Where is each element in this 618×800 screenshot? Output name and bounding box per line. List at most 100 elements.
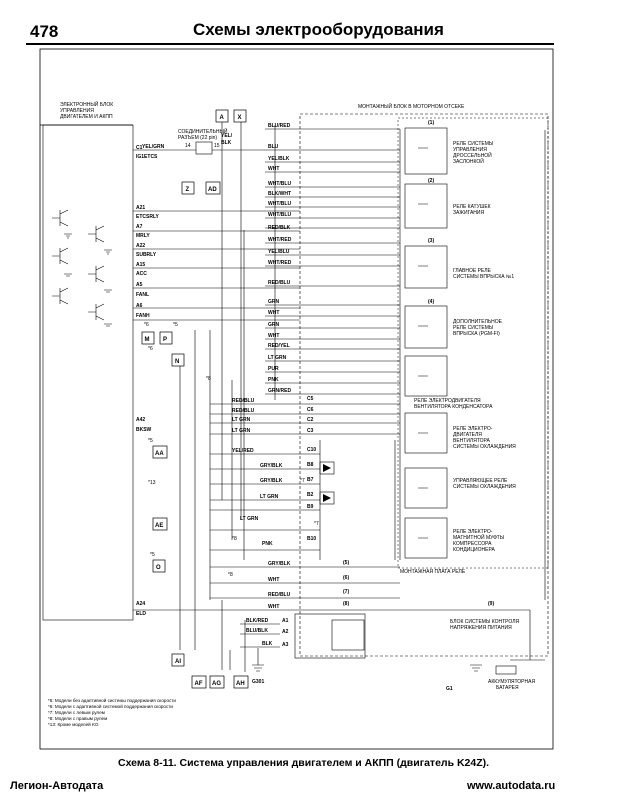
wire-label-38: BLK/RED [246, 618, 269, 624]
wire-label-21: PUR [268, 366, 279, 372]
pin-ig1etcs: IG1ETCS [136, 154, 158, 160]
fuse-pin-b10: B10 [307, 536, 316, 542]
box-a: A [220, 115, 225, 121]
pin-fanh: FANH [136, 313, 150, 319]
pin-fanl: FANL [136, 292, 149, 298]
relay-bodies [294, 127, 517, 675]
pin-etcsrly: ETCSRLY [136, 214, 160, 220]
wire-label-15: GRN [268, 299, 280, 305]
relay-3-line-2: СИСТЕМЫ ВПРЫСКА №1 [453, 274, 514, 280]
relay-5-line-2: ВЕНТИЛЯТОРА КОНДЕНСАТОРА [414, 404, 493, 410]
relay-board-box [397, 117, 549, 569]
fuse-pin-b8: B8 [307, 462, 314, 468]
battery-line-2: БАТАРЕЯ [496, 685, 519, 691]
connector-boxes: A X Z AD M P N AA AE O AI AF AG AH [141, 109, 249, 689]
note-10: *5 [150, 552, 155, 558]
note-9: *13 [148, 480, 156, 486]
header-rule [26, 43, 554, 45]
page-header-title: Схемы электрооборудования [193, 20, 444, 39]
box-p: P [163, 337, 167, 343]
fuse-pin-c2: C2 [307, 417, 314, 423]
relay-4-line-2: РЕЛЕ СИСТЕМЫ [453, 325, 494, 331]
box-x: X [238, 115, 242, 121]
wire-label-5: WHT [268, 166, 279, 172]
fuse-pin-c6: C6 [307, 407, 314, 413]
relay-1-number: (1) [428, 120, 434, 126]
ecu-title-3: ДВИГАТЕЛЕМ И АКПП [60, 114, 113, 120]
connector-label-2: РАЗЪЕМ (22 pin) [178, 135, 217, 141]
wire-label-28: YEL/RED [232, 448, 254, 454]
fuse-pin-labels: C5 C6 C2 C3 C10 B8 B7 B2 B9 B10 [307, 396, 316, 542]
voltage-control-unit: БЛОК СИСТЕМЫ КОНТРОЛЯ НАПРЯЖЕНИЯ ПИТАНИЯ… [282, 618, 520, 648]
grounds: G301 G1 [252, 664, 482, 692]
relay-8-line-2: МАГНИТНОЙ МУФТЫ [453, 533, 505, 541]
ground-g1: G1 [446, 686, 453, 692]
pin-subrly: SUBRLY [136, 252, 157, 258]
relay-1-line-2: УПРАВЛЕНИЯ [453, 147, 487, 153]
wire-label-24: RED/BLU [232, 398, 255, 404]
page-number: 478 [30, 22, 59, 41]
relay-4-line-1: ДОПОЛНИТЕЛЬНОЕ [453, 319, 503, 325]
wire-label-3: BLU [268, 144, 279, 150]
engine-bay-box-title: МОНТАЖНЫЙ БЛОК В МОТОРНОМ ОТСЕКЕ [358, 102, 465, 110]
box-ad: AD [208, 187, 217, 193]
pin-c1: C1 [136, 145, 143, 151]
note-6: *7 [314, 521, 319, 527]
connector-label-1: СОЕДИНИТЕЛЬНЫЙ [178, 127, 228, 135]
wire-bundle [133, 120, 546, 672]
box-z: Z [186, 187, 190, 193]
pin-a15: A15 [136, 262, 145, 268]
diodes [319, 461, 335, 505]
fuse-9: (9) [488, 601, 494, 607]
connector-pin-b: 15 [214, 143, 220, 149]
footnote-5: *13: Кроме моделей KG [48, 721, 99, 727]
control-unit-line-1: БЛОК СИСТЕМЫ КОНТРОЛЯ [450, 619, 520, 625]
box-o: O [156, 565, 161, 571]
fuse-pin-b2: B2 [307, 492, 314, 498]
ecu-title-2: УПРАВЛЕНИЯ [60, 108, 94, 114]
footer-website[interactable]: www.autodata.ru [467, 780, 556, 792]
control-unit-line-2: НАПРЯЖЕНИЯ ПИТАНИЯ [450, 625, 512, 631]
relay-2-number: (2) [428, 178, 434, 184]
footnote-1: *5: Модели без адаптивной системы поддер… [48, 697, 176, 703]
wire-label-22: PNK [268, 377, 279, 383]
wire-label-39: BLU/BLK [246, 628, 268, 634]
wire-label-36: RED/BLU [268, 592, 291, 598]
wire-label-30: GRY/BLK [260, 478, 283, 484]
note-5: *7 [300, 478, 305, 484]
relay-1-line-4: ЗАСЛОНКОЙ [453, 157, 484, 165]
relay-6-line-3: ВЕНТИЛЯТОРА [453, 438, 491, 444]
wire-label-19: RED/YEL [268, 343, 290, 349]
pin-a6: A6 [136, 303, 143, 309]
relay-7-line-2: СИСТЕМЫ ОХЛАЖДЕНИЯ [453, 484, 516, 490]
wire-color-labels: YEL/GRN BLU/RED BLU YEL/BLK WHT WHT/BLU … [142, 123, 292, 647]
ecu-pin-labels: C1 IG1ETCS A21 ETCSRLY A7 MRLY A22 SUBRL… [136, 145, 160, 617]
wire-label-10: RED/BLK [268, 225, 291, 231]
pin-a7: A7 [136, 224, 143, 230]
relay-6-line-4: СИСТЕМЫ ОХЛАЖДЕНИЯ [453, 444, 516, 450]
box-af: AF [195, 681, 203, 687]
wire-label-1: YEL/GRN [142, 144, 165, 150]
note-4: *5 [148, 438, 153, 444]
pin-a22: A22 [136, 243, 145, 249]
wire-label-37: WHT [268, 604, 279, 610]
note-7: *8 [232, 536, 237, 542]
fuse-5: (5) [343, 560, 349, 566]
relay-4-line-3: ВПРЫСКА (PGM-FI) [453, 331, 500, 337]
fuse-pin-b9: B9 [307, 504, 314, 510]
relay-3-line-1: ГЛАВНОЕ РЕЛЕ [453, 268, 492, 274]
box-aa: AA [155, 451, 164, 457]
fuse-pin-c10: C10 [307, 447, 316, 453]
wire-label-34: GRY/BLK [268, 561, 291, 567]
wire-label-6: WHT/BLU [268, 181, 291, 187]
footnote-3: *7: Модели с левым рулем [48, 710, 105, 715]
battery: АККУМУЛЯТОРНАЯ БАТАРЕЯ [488, 679, 535, 691]
ecu-title-1: ЭЛЕКТРОННЫЙ БЛОК [60, 100, 113, 108]
wire-label-25: RED/BLU [232, 408, 255, 414]
relay-8-line-1: РЕЛЕ ЭЛЕКТРО- [453, 529, 493, 535]
box-n: N [175, 359, 179, 365]
note-11: *8 [206, 376, 211, 382]
ecu-block: ЭЛЕКТРОННЫЙ БЛОК УПРАВЛЕНИЯ ДВИГАТЕЛЕМ И… [40, 100, 134, 621]
box-m: M [145, 337, 150, 343]
